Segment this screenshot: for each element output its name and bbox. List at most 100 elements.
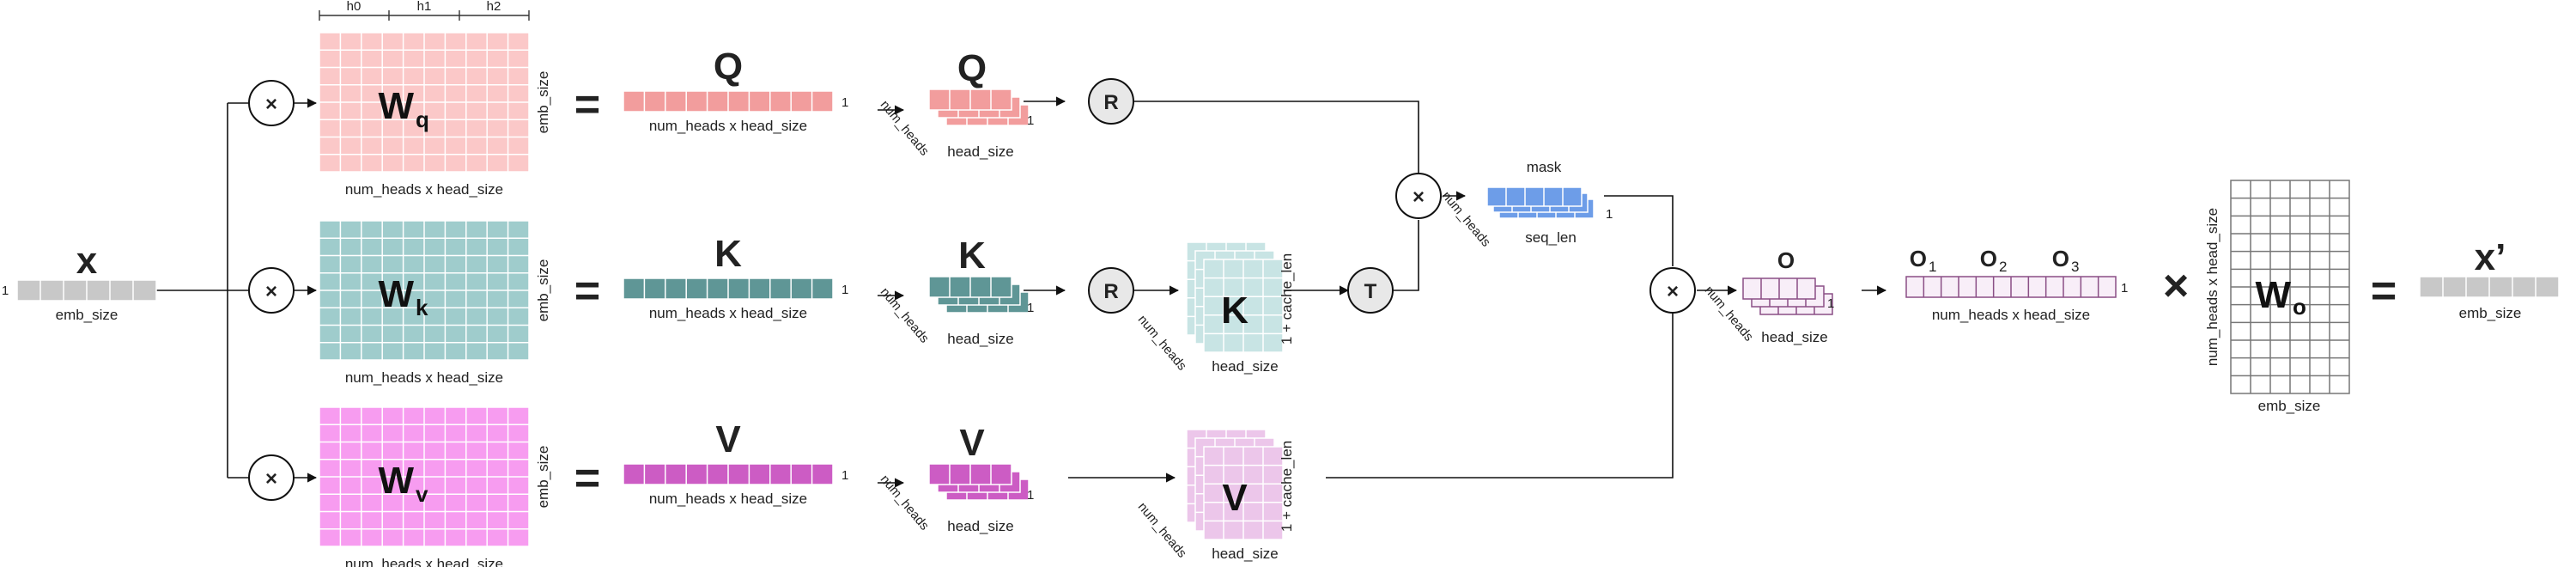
k-multiply-op-label: × — [265, 280, 277, 303]
mask-to-mul — [1604, 195, 1674, 266]
o-size-label: head_size — [1761, 329, 1828, 345]
q-heads-row-dim: 1 — [1027, 113, 1034, 128]
q-cols-label: num_heads x head_size — [649, 118, 807, 134]
qk-multiply-op — [1395, 173, 1442, 219]
v-heads-count-label: num_heads — [878, 472, 932, 533]
seq-len-label: seq_len — [1525, 229, 1577, 246]
x-prime-title: x’ — [2475, 236, 2506, 278]
v-heads-row-dim: 1 — [1027, 488, 1034, 503]
v-multiply-op — [248, 454, 295, 501]
head-2-label: h2 — [487, 0, 501, 14]
o3-title: O — [2052, 246, 2069, 271]
x-prime-emb-size-label: emb_size — [2459, 305, 2522, 321]
o1-title: O — [1910, 246, 1927, 271]
q-title: Q — [714, 46, 743, 88]
k-multiply-op — [248, 267, 295, 314]
v-row-dim: 1 — [841, 468, 848, 483]
v-heads-size-label: head_size — [947, 518, 1014, 534]
concat-row-dim: 1 — [2121, 281, 2128, 296]
wq-cols-label: num_heads x head_size — [345, 181, 503, 198]
wk-cols-label: num_heads x head_size — [345, 369, 503, 386]
wv-title: W — [378, 460, 414, 502]
x-emb-size-label: emb_size — [56, 307, 118, 323]
o3-subscript: 3 — [2071, 259, 2079, 275]
wq-emb-size-label: emb_size — [535, 71, 551, 134]
wo-title: W — [2255, 274, 2291, 316]
v-vector — [623, 463, 834, 485]
k-heads-row-dim: 1 — [1027, 301, 1034, 315]
v-heads-layer-0 — [928, 463, 1012, 485]
concat-cols-label: num_heads x head_size — [1932, 307, 2090, 323]
k-heads-size-label: head_size — [947, 331, 1014, 347]
head-1-label: h1 — [417, 0, 432, 14]
q-heads-title: Q — [957, 47, 987, 89]
diagram-shapes — [16, 10, 2560, 547]
mask-stack-layer-0 — [1486, 186, 1583, 207]
o-title: O — [1777, 247, 1795, 273]
v-cache-count-label: num_heads — [1135, 500, 1189, 561]
v-cache-to-mul — [1326, 313, 1674, 479]
mask-row-dim: 1 — [1606, 207, 1613, 222]
q-rope-to-mul — [1133, 101, 1419, 173]
av-multiply-op — [1649, 267, 1696, 314]
mask-title: mask — [1527, 159, 1562, 175]
v-cache-title: V — [1222, 477, 1248, 519]
k-equals: = — [574, 266, 600, 316]
o-heads-layer-0 — [1742, 277, 1816, 300]
k-rope-op-label: R — [1103, 280, 1118, 303]
x-vector — [16, 279, 157, 302]
k-cols-label: num_heads x head_size — [649, 305, 807, 321]
x-prime-vector — [2419, 276, 2560, 298]
scores-count-label: num_heads — [1439, 189, 1493, 250]
v-cache-size-label: head_size — [1212, 546, 1279, 562]
q-rope-op-label: R — [1103, 91, 1118, 114]
o2-subscript: 2 — [1999, 259, 2007, 275]
o1-subscript: 1 — [1929, 259, 1936, 275]
k-cache-title: K — [1221, 290, 1249, 332]
wk-emb-size-label: emb_size — [535, 259, 551, 322]
q-heads-count-label: num_heads — [878, 98, 932, 159]
wo-subscript: o — [2293, 294, 2306, 320]
wv-emb-size-label: emb_size — [535, 446, 551, 509]
o2-title: O — [1980, 246, 1997, 271]
wq-matrix — [319, 32, 530, 173]
k-cache-size-label: head_size — [1212, 358, 1279, 375]
q-rope-op — [1088, 78, 1134, 125]
k-cache-len-label: 1 + cache_len — [1279, 253, 1295, 344]
output-multiply: × — [2163, 261, 2189, 311]
v-equals: = — [574, 454, 600, 503]
k-cache-count-label: num_heads — [1135, 313, 1189, 374]
k-heads-layer-0 — [928, 276, 1012, 298]
wv-cols-label: num_heads x head_size — [345, 556, 503, 567]
qk-multiply-op-label: × — [1413, 186, 1425, 209]
q-vector — [623, 90, 834, 113]
output-equals: = — [2371, 266, 2397, 316]
x-title: x — [76, 240, 98, 282]
q-heads-layer-0 — [928, 88, 1012, 111]
v-heads-title: V — [959, 422, 985, 464]
wv-subscript: v — [416, 481, 428, 507]
q-row-dim: 1 — [841, 95, 848, 110]
connection-wires — [155, 96, 1887, 488]
v-multiply-op-label: × — [265, 467, 277, 491]
x-row-dim: 1 — [2, 284, 9, 298]
wk-subscript: k — [416, 295, 428, 320]
k-transpose-op-label: T — [1364, 280, 1377, 303]
v-title: V — [715, 418, 741, 460]
wk-title: W — [378, 273, 414, 315]
q-multiply-op-label: × — [265, 93, 277, 116]
o-row-dim: 1 — [1827, 296, 1834, 311]
k-rope-op — [1088, 267, 1134, 314]
wv-matrix — [319, 406, 530, 547]
head-brackets — [319, 10, 530, 21]
wo-emb-size-label: emb_size — [2258, 398, 2321, 414]
wo-matrix — [2230, 180, 2350, 394]
head-0-label: h0 — [347, 0, 361, 14]
t-to-mul — [1393, 220, 1419, 291]
wk-matrix — [319, 220, 530, 361]
wq-subscript: q — [416, 107, 429, 132]
k-heads-count-label: num_heads — [878, 285, 932, 346]
wq-title: W — [378, 85, 414, 127]
k-title: K — [714, 233, 742, 275]
